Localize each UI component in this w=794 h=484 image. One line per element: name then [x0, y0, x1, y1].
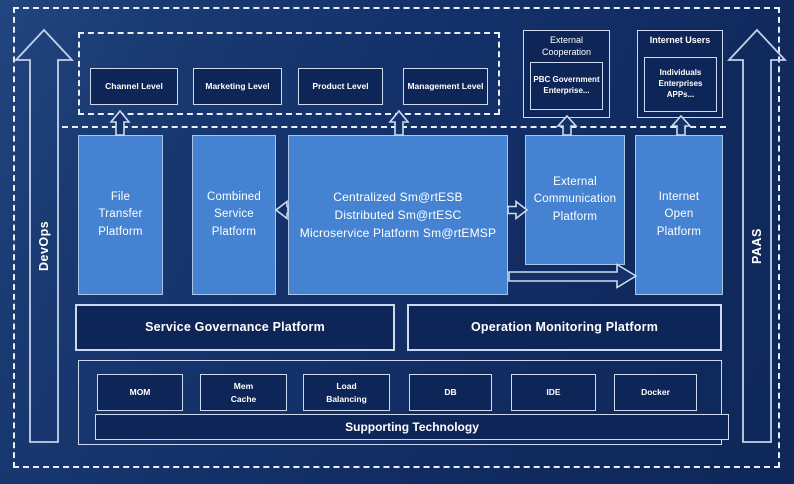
platform-internet-open: Internet Open Platform: [635, 135, 723, 295]
internet-users-title: Internet Users: [649, 35, 711, 45]
platform-file-transfer: File Transfer Platform: [78, 135, 163, 295]
platform-external-communication: External Communication Platform: [525, 135, 625, 265]
platform-central-esb: Centralized Sm@rtESB Distributed Sm@rtES…: [288, 135, 508, 295]
level-box-product: Product Level: [298, 68, 383, 105]
tech-box-mom: MOM: [97, 374, 183, 411]
internet-users-members: Individuals Enterprises APPs...: [644, 57, 717, 112]
tech-box-load-balancing: Load Balancing: [303, 374, 390, 411]
paas-rail-label: PAAS: [750, 228, 764, 264]
external-cooperation-title: External Cooperation: [541, 35, 592, 58]
tech-box-db: DB: [409, 374, 492, 411]
tech-box-docker: Docker: [614, 374, 697, 411]
levels-dashed-container: [78, 32, 500, 115]
external-cooperation-members: PBC Government Enterprise...: [530, 62, 603, 110]
supporting-technology-bar: Supporting Technology: [95, 414, 729, 440]
operation-monitoring-platform-box: Operation Monitoring Platform: [407, 304, 722, 351]
level-box-management: Management Level: [403, 68, 488, 105]
supporting-technology-container: [78, 360, 722, 445]
tech-box-mem-cache: Mem Cache: [200, 374, 287, 411]
service-governance-platform-box: Service Governance Platform: [75, 304, 395, 351]
devops-rail-label: DevOps: [37, 220, 51, 272]
level-box-marketing: Marketing Level: [193, 68, 282, 105]
platform-combined-service: Combined Service Platform: [192, 135, 276, 295]
tech-box-ide: IDE: [511, 374, 596, 411]
level-box-channel: Channel Level: [90, 68, 178, 105]
integration-dashed-divider: [62, 126, 726, 128]
